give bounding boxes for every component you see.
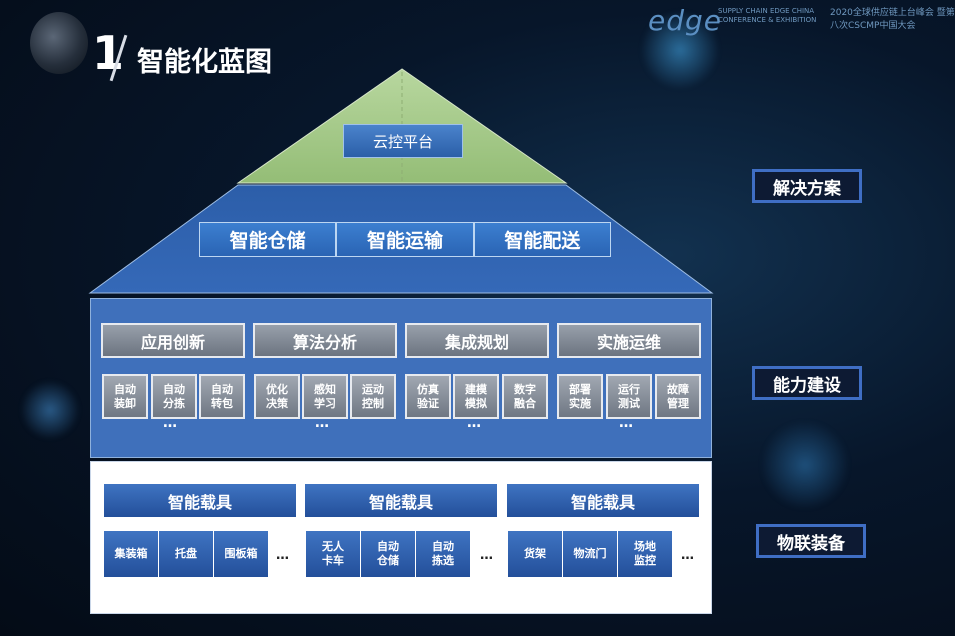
more-ellipsis: … (480, 548, 494, 563)
capability-item: 仿真验证 (405, 374, 451, 419)
globe-icon (30, 12, 88, 74)
capability-item: 自动转包 (199, 374, 245, 419)
capability-header: 算法分析 (253, 323, 397, 358)
iot-item: 物流门 (563, 531, 617, 577)
iot-item: 货架 (508, 531, 562, 577)
iot-header: 智能载具 (305, 484, 497, 517)
capability-item: 部署实施 (557, 374, 603, 419)
label-capability: 能力建设 (752, 366, 862, 400)
iot-item: 围板箱 (214, 531, 268, 577)
iot-item: 托盘 (159, 531, 213, 577)
page-title: 智能化蓝图 (137, 47, 272, 78)
background-glow (760, 420, 850, 510)
more-ellipsis: … (681, 548, 695, 563)
capability-header: 集成规划 (405, 323, 549, 358)
more-ellipsis: … (619, 415, 634, 431)
iot-item: 自动拣选 (416, 531, 470, 577)
more-ellipsis: … (163, 415, 178, 431)
solution-cell: 智能仓储 (199, 222, 337, 257)
solution-cell: 智能运输 (336, 222, 474, 257)
capability-item: 优化决策 (254, 374, 300, 419)
capability-item: 运动控制 (350, 374, 396, 419)
solution-row: 智能仓储 智能运输 智能配送 (199, 222, 611, 257)
capability-item: 故障管理 (655, 374, 701, 419)
capability-item: 建模模拟 (453, 374, 499, 419)
edge-logo: edge (648, 4, 722, 37)
more-ellipsis: … (315, 415, 330, 431)
iot-item: 场地监控 (618, 531, 672, 577)
iot-item: 无人卡车 (306, 531, 360, 577)
more-ellipsis: … (467, 415, 482, 431)
capability-header: 实施运维 (557, 323, 701, 358)
capability-item: 感知学习 (302, 374, 348, 419)
logo-chinese-text: 2020全球供应链上台峰会 暨第八次CSCMP中国大会 (830, 8, 955, 31)
capability-item: 运行测试 (606, 374, 652, 419)
more-ellipsis: … (276, 548, 290, 563)
iot-item: 集装箱 (104, 531, 158, 577)
background-glow (640, 10, 720, 90)
capability-item: 自动装卸 (102, 374, 148, 419)
iot-item: 自动仓储 (361, 531, 415, 577)
solution-cell: 智能配送 (473, 222, 611, 257)
capability-header: 应用创新 (101, 323, 245, 358)
label-iot: 物联装备 (756, 524, 866, 558)
iot-header: 智能载具 (507, 484, 699, 517)
iot-header: 智能载具 (104, 484, 296, 517)
background-glow (20, 380, 80, 440)
capability-item: 数字融合 (502, 374, 548, 419)
logo-english-text: SUPPLY CHAIN EDGE CHINA CONFERENCE & EXH… (718, 7, 817, 24)
label-solution: 解决方案 (752, 169, 862, 203)
cloud-platform-box: 云控平台 (343, 124, 463, 158)
capability-item: 自动分拣 (151, 374, 197, 419)
